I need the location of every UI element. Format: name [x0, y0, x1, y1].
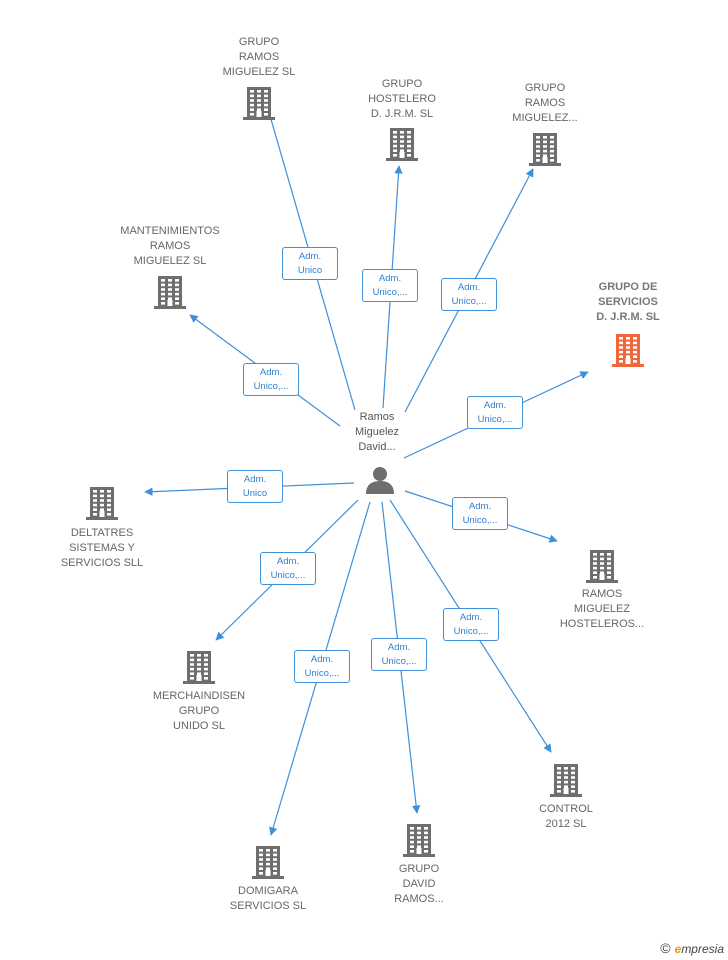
company-label-dss[interactable]: DELTATRES SISTEMAS Y SERVICIOS SLL [17, 526, 187, 571]
edge-label-line: Unico,... [453, 626, 489, 637]
company-label-gsd-line: GRUPO DE [598, 281, 658, 293]
company-label-gdr-line: DAVID [402, 878, 436, 890]
company-label-gsd[interactable]: GRUPO DE SERVICIOS D. J.R.M. SL [543, 280, 713, 325]
edge-label-grm[interactable]: Adm. Unico [282, 247, 338, 280]
edge-label-line: Adm. [310, 654, 334, 665]
building-icon[interactable] [243, 87, 275, 120]
company-label-ghd-line: GRUPO [381, 78, 423, 90]
company-label-grm-line: MIGUELEZ SL [222, 66, 296, 78]
company-label-mrm[interactable]: MANTENIMIENTOS RAMOS MIGUELEZ SL [85, 224, 255, 269]
edge-label-line: Adm. [457, 282, 481, 293]
edge-label-grm2[interactable]: Adm. Unico,... [441, 278, 497, 311]
company-label-mrm-line: MIGUELEZ SL [133, 255, 207, 267]
edge-label-mgu[interactable]: Adm. Unico,... [260, 552, 316, 585]
company-label-c12[interactable]: CONTROL 2012 SL [481, 802, 651, 832]
building-icon[interactable] [612, 334, 644, 367]
person-label-line: Miguelez [354, 426, 400, 438]
edge-label-line: Adm. [298, 251, 322, 262]
company-label-grm2-line: RAMOS [524, 97, 566, 109]
company-label-dom-line: SERVICIOS SL [229, 900, 307, 912]
edge-label-line: Adm. [387, 642, 411, 653]
company-label-rmh-line: RAMOS [581, 588, 623, 600]
building-icon[interactable] [403, 824, 435, 857]
edge-label-dss[interactable]: Adm. Unico [227, 470, 283, 503]
edge-label-line: Adm. [276, 556, 300, 567]
company-label-dom-line: DOMIGARA [238, 885, 298, 897]
person-icon[interactable] [366, 467, 394, 494]
edge-label-line: Adm. [378, 273, 402, 284]
company-label-dss-line: SERVICIOS SLL [60, 557, 144, 569]
person-label-line: David... [358, 441, 396, 453]
company-label-ghd-line: D. J.R.M. SL [370, 108, 434, 120]
company-label-dss-line: DELTATRES [70, 527, 134, 539]
company-label-rmh-line: MIGUELEZ [573, 603, 631, 615]
edge-label-dom[interactable]: Adm. Unico,... [294, 650, 350, 683]
company-label-c12-line: 2012 SL [545, 818, 587, 830]
company-label-ghd-line: HOSTELERO [368, 93, 436, 105]
building-icon[interactable] [550, 764, 582, 797]
edge-label-gdr[interactable]: Adm. Unico,... [371, 638, 427, 671]
building-icon[interactable] [586, 550, 618, 583]
company-label-gdr-line: GRUPO [398, 863, 440, 875]
company-label-c12-line: CONTROL [539, 803, 593, 815]
edge-label-line: Unico,... [304, 668, 340, 679]
building-icon[interactable] [183, 651, 215, 684]
person-label-line: Ramos [359, 411, 395, 423]
building-icon[interactable] [386, 128, 418, 161]
company-label-gdr-line: RAMOS... [394, 893, 444, 905]
edge-label-line: Unico,... [462, 515, 498, 526]
edge-label-line: Unico,... [477, 414, 513, 425]
company-label-grm-line: RAMOS [238, 51, 280, 63]
company-label-mgu-line: UNIDO SL [173, 720, 225, 732]
edge-label-line: Adm. [483, 400, 507, 411]
company-label-gsd-line: D. J.R.M. SL [596, 311, 660, 323]
company-label-grm2-line: MIGUELEZ... [512, 112, 578, 124]
company-label-gdr[interactable]: GRUPO DAVID RAMOS... [334, 862, 504, 907]
empresia-logo: ©empresia [660, 940, 724, 956]
edge-label-mrm[interactable]: Adm. Unico,... [243, 363, 299, 396]
edge-label-ghd[interactable]: Adm. Unico,... [362, 269, 418, 302]
edge-label-line: Unico [242, 488, 268, 499]
company-label-mgu[interactable]: MERCHAINDISEN GRUPO UNIDO SL [114, 689, 284, 734]
edge-label-line: Adm. [459, 612, 483, 623]
company-label-dom[interactable]: DOMIGARA SERVICIOS SL [183, 884, 353, 914]
edge-label-line: Unico,... [381, 656, 417, 667]
company-label-dss-line: SISTEMAS Y [69, 542, 135, 554]
company-label-mrm-line: MANTENIMIENTOS [120, 225, 220, 237]
company-label-grm2-line: GRUPO [524, 82, 566, 94]
company-label-rmh-line: HOSTELEROS... [559, 618, 645, 630]
edge-label-rmh[interactable]: Adm. Unico,... [452, 497, 508, 530]
edge-label-line: Unico,... [451, 296, 487, 307]
company-label-grm-line: GRUPO [238, 36, 280, 48]
building-icon[interactable] [154, 276, 186, 309]
company-label-mgu-line: GRUPO [178, 705, 220, 717]
brand-initial: e [674, 942, 682, 956]
company-label-rmh[interactable]: RAMOS MIGUELEZ HOSTELEROS... [517, 587, 687, 632]
company-label-grm2[interactable]: GRUPO RAMOS MIGUELEZ... [460, 81, 630, 126]
edge-label-line: Unico,... [372, 287, 408, 298]
edge-label-line: Adm. [468, 501, 492, 512]
edge-label-line: Adm. [259, 367, 283, 378]
edge-label-line: Unico [297, 265, 323, 276]
edge-label-line: Unico,... [270, 570, 306, 581]
edge-label-c12[interactable]: Adm. Unico,... [443, 608, 499, 641]
building-icon[interactable] [252, 846, 284, 879]
building-icon[interactable] [86, 487, 118, 520]
copyright-symbol: © [660, 940, 671, 956]
company-label-gsd-line: SERVICIOS [598, 296, 658, 308]
brand-name: mpresia [681, 942, 724, 956]
edge-label-gsd[interactable]: Adm. Unico,... [467, 396, 523, 429]
company-label-ghd[interactable]: GRUPO HOSTELERO D. J.R.M. SL [317, 77, 487, 122]
edge-label-line: Adm. [243, 474, 267, 485]
company-label-mrm-line: RAMOS [149, 240, 191, 252]
edge-label-line: Unico,... [253, 381, 289, 392]
company-label-mgu-line: MERCHAINDISEN [152, 690, 246, 702]
company-label-grm[interactable]: GRUPO RAMOS MIGUELEZ SL [174, 35, 344, 80]
building-icon[interactable] [529, 133, 561, 166]
